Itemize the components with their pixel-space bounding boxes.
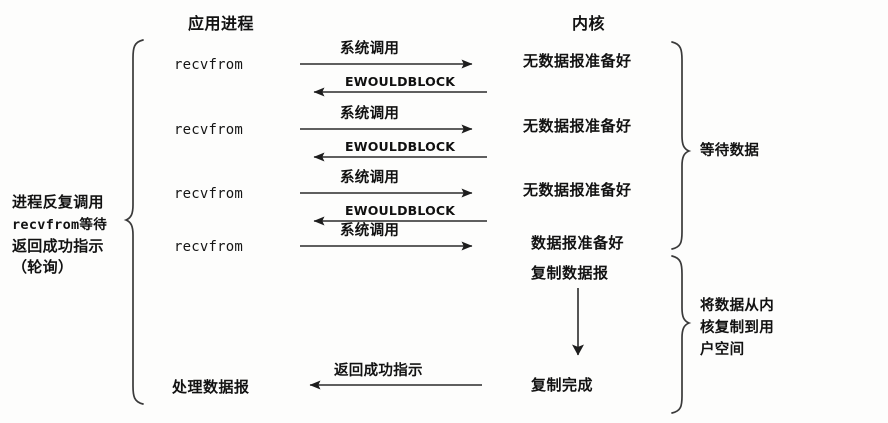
arrow-label-syscall-1: 系统调用 — [340, 41, 400, 57]
right-brace-label-copy-data-line-2: 核复制到用 — [700, 319, 774, 336]
right-brace-copy-data — [671, 255, 692, 414]
left-brace-label-line-1: 进程反复调用 — [12, 193, 104, 211]
column-header-kernel: 内核 — [572, 14, 606, 33]
right-brace-label-wait-data-line-1: 等待数据 — [700, 143, 760, 159]
arrow-label-return-success: 返回成功指示 — [334, 363, 423, 379]
process-result-label: 处理数据报 — [172, 378, 250, 396]
right-brace-label-copy-data-line-1: 将数据从内 — [700, 298, 774, 314]
kernel-state-4: 数据报准备好 — [531, 234, 625, 252]
process-call-3: recvfrom — [174, 186, 244, 202]
left-brace-label-line-4: （轮询） — [12, 258, 74, 277]
kernel-state-2: 无数据报准备好 — [523, 117, 632, 135]
arrow-label-syscall-3: 系统调用 — [340, 170, 400, 186]
right-brace-label-copy-data-line-3: 户空间 — [700, 341, 745, 358]
arrow-label-ewouldblock-1: EWOULDBLOCK — [345, 74, 456, 89]
column-header-application-process: 应用进程 — [188, 14, 255, 33]
arrow-label-ewouldblock-2: EWOULDBLOCK — [345, 139, 456, 154]
process-call-4: recvfrom — [174, 239, 244, 255]
arrow-label-syscall-4: 系统调用 — [340, 223, 400, 239]
right-brace-label-copy-data: 将数据从内 核复制到用 户空间 — [700, 296, 774, 361]
left-brace-label: 进程反复调用 recvfrom等待 返回成功指示 （轮询） — [12, 192, 107, 279]
process-call-1: recvfrom — [174, 57, 244, 73]
process-call-2: recvfrom — [174, 122, 244, 138]
right-brace-wait-data — [671, 41, 692, 250]
right-brace-label-wait-data: 等待数据 — [700, 141, 759, 163]
kernel-copy-start-label: 复制数据报 — [531, 264, 609, 282]
arrow-label-ewouldblock-3: EWOULDBLOCK — [345, 203, 456, 218]
kernel-state-1: 无数据报准备好 — [523, 52, 632, 70]
left-brace-label-line-2-text: recvfrom等待 — [12, 216, 108, 233]
left-brace-label-line-3: 返回成功指示 — [12, 236, 104, 255]
left-brace — [123, 39, 144, 405]
arrow-label-syscall-2: 系统调用 — [340, 106, 400, 122]
kernel-state-3: 无数据报准备好 — [523, 181, 632, 199]
left-brace-label-line-2: recvfrom等待 — [12, 214, 107, 236]
kernel-copy-done-label: 复制完成 — [531, 376, 594, 394]
